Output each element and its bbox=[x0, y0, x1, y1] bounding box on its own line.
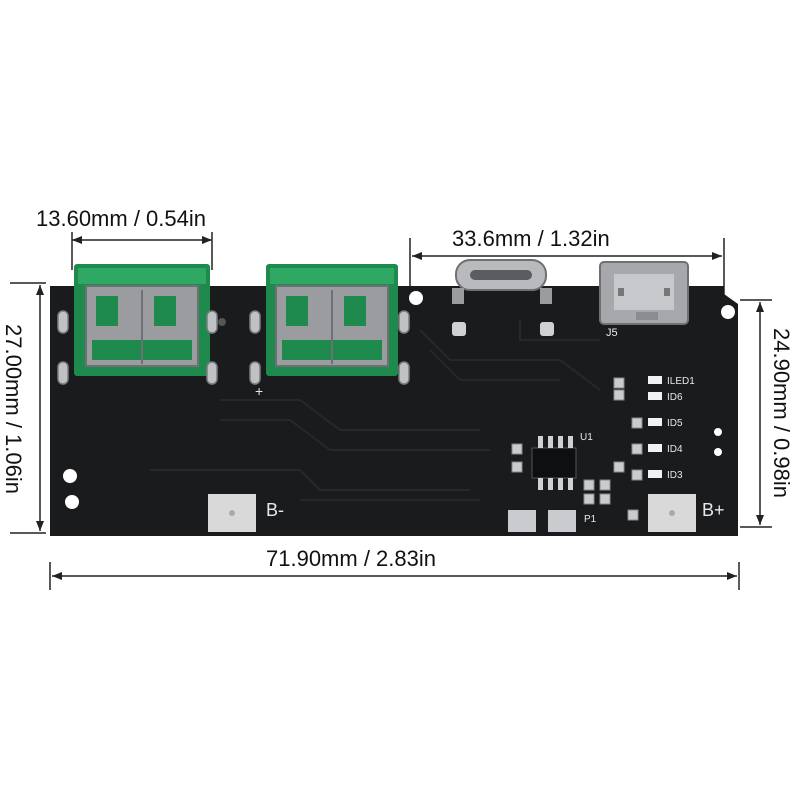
dimension-lines bbox=[10, 232, 772, 590]
passive-components bbox=[511, 377, 643, 521]
silkscreen: J5 B- B+ + U1 P1 ILED1 ID6 ID5 ID4 ID3 bbox=[255, 327, 725, 525]
usb-mount-tabs bbox=[57, 310, 410, 385]
right-height-label: 24.90mm / 0.98in bbox=[769, 328, 794, 498]
p1-pads bbox=[508, 510, 576, 532]
leds bbox=[648, 376, 662, 478]
label-bminus: B- bbox=[266, 500, 284, 520]
micro-usb-connector bbox=[599, 261, 689, 325]
label-u1: U1 bbox=[580, 432, 593, 443]
label-id6: ID6 bbox=[667, 392, 683, 403]
label-j5: J5 bbox=[606, 327, 618, 339]
left-height-label: 27.00mm / 1.06in bbox=[1, 324, 26, 494]
label-p1: P1 bbox=[584, 514, 597, 525]
battery-pads bbox=[208, 494, 696, 532]
usb-a-port-1 bbox=[74, 264, 210, 376]
board-length-label: 71.90mm / 2.83in bbox=[266, 546, 436, 571]
label-id5: ID5 bbox=[667, 418, 683, 429]
usb-a-port-2 bbox=[266, 264, 398, 376]
usb-width-label: 13.60mm / 0.54in bbox=[36, 206, 206, 231]
mounting-holes bbox=[63, 291, 735, 509]
arrowheads bbox=[36, 236, 764, 580]
label-bplus: B+ bbox=[702, 500, 725, 520]
small-pads bbox=[452, 322, 554, 336]
connector-span-label: 33.6mm / 1.32in bbox=[452, 226, 610, 251]
usb-c-connector bbox=[452, 259, 552, 304]
label-iled1: ILED1 bbox=[667, 376, 695, 387]
label-plus: + bbox=[255, 383, 263, 399]
label-id4: ID4 bbox=[667, 444, 683, 455]
pcb-board bbox=[50, 259, 738, 536]
pcb-traces bbox=[150, 320, 601, 501]
label-id3: ID3 bbox=[667, 470, 683, 481]
ic-u1 bbox=[531, 436, 577, 490]
